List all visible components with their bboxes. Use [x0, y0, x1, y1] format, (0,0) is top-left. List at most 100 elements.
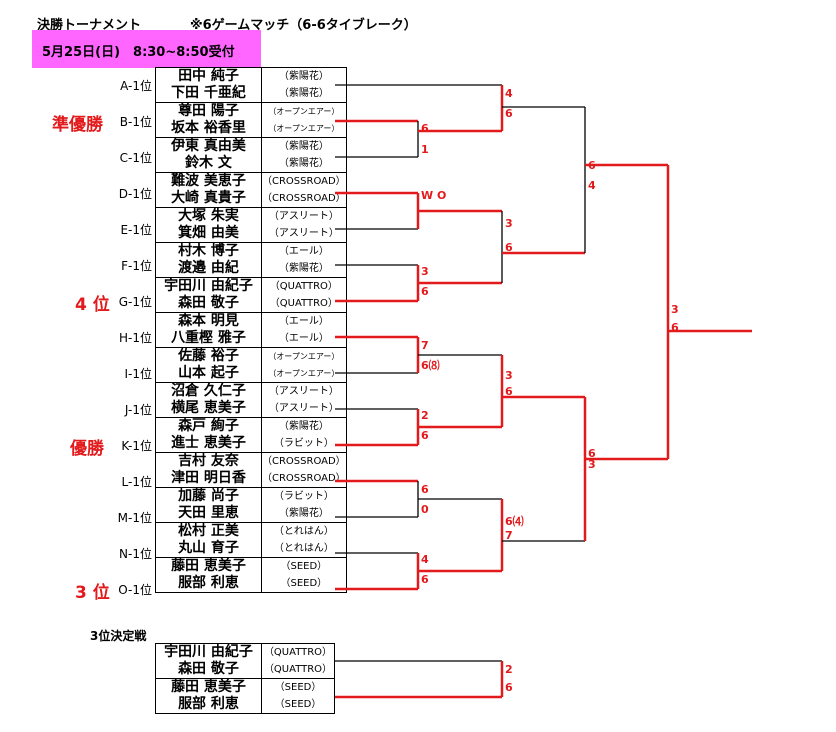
score-label: 3 [671, 303, 679, 316]
date-band [32, 30, 261, 68]
pair-row: 藤田 恵美子（SEED） [155, 557, 347, 575]
pair-row: 加藤 尚子（ラビット） [155, 487, 347, 505]
score-label: 6⑷ [505, 515, 524, 528]
player-name: 佐藤 裕子 [155, 347, 262, 365]
player-club: （エール） [261, 312, 347, 330]
score-label: 6 [505, 107, 513, 120]
slot-label: G-1位 [118, 295, 152, 309]
pair-row: 田中 純子（紫陽花） [155, 67, 347, 85]
pair-row: 森田 敬子（QUATTRO） [155, 295, 347, 313]
player-name: 丸山 育子 [155, 540, 262, 558]
player-club: （QUATTRO） [261, 643, 335, 661]
score-label: 3 [421, 265, 429, 278]
slot-label: B-1位 [119, 115, 152, 129]
placement-badge: 準優勝 [52, 115, 103, 135]
score-label: 6⑻ [421, 359, 440, 372]
score-label: 6 [671, 321, 679, 334]
score-label: 3 [505, 217, 513, 230]
player-name: 森田 敬子 [155, 295, 262, 313]
player-name: 難波 美恵子 [155, 172, 262, 190]
score-label: 4 [421, 553, 429, 566]
pair-row: 村木 博子（エール） [155, 242, 347, 260]
slot-label: A-1位 [120, 79, 152, 93]
third-place-table: 宇田川 由紀子（QUATTRO）森田 敬子（QUATTRO）藤田 恵美子（SEE… [155, 643, 335, 714]
score-label: 6 [505, 385, 513, 398]
slot-label: F-1位 [121, 259, 152, 273]
player-club: （オープンエアー） [261, 102, 347, 120]
pair-row: 宇田川 由紀子（QUATTRO） [155, 643, 335, 661]
match-format-note: ※6ゲームマッチ（6-6タイブレーク） [190, 18, 417, 33]
score-label: 6 [588, 447, 596, 460]
player-club: （オープンエアー） [261, 347, 347, 365]
player-name: 横尾 恵美子 [155, 400, 262, 418]
player-name: 宇田川 由紀子 [155, 277, 262, 295]
player-club: （とれはん） [261, 522, 347, 540]
placement-badge: 優勝 [70, 439, 104, 459]
player-club: （SEED） [261, 678, 335, 696]
slot-label: E-1位 [120, 223, 152, 237]
player-club: （CROSSROAD） [261, 172, 347, 190]
slot-label: D-1位 [118, 187, 152, 201]
player-name: 吉村 友奈 [155, 452, 262, 470]
placement-badge: 3 位 [75, 583, 110, 603]
player-name: 宇田川 由紀子 [155, 643, 262, 661]
placement-badge: 4 位 [75, 295, 110, 315]
player-name: 田中 純子 [155, 67, 262, 85]
player-club: （紫陽花） [261, 137, 347, 155]
pair-row: 八重樫 雅子（エール） [155, 330, 347, 348]
player-club: （ラビット） [261, 487, 347, 505]
score-label: 7 [505, 529, 513, 542]
third-place-title: 3位決定戦 [90, 629, 147, 643]
score-label: 6 [421, 429, 429, 442]
score-label: 0 [421, 503, 429, 516]
player-name: 大塚 朱実 [155, 207, 262, 225]
score-label: 4 [588, 179, 596, 192]
player-name: 森本 明見 [155, 312, 262, 330]
registration-date: 5月25日(日) 8:30~8:50受付 [42, 45, 235, 60]
player-name: 服部 利恵 [155, 696, 262, 714]
pair-row: 大塚 朱実（アスリート） [155, 207, 347, 225]
player-name: 進士 恵美子 [155, 435, 262, 453]
score-label: 3 [505, 369, 513, 382]
player-name: 森戸 絢子 [155, 417, 262, 435]
third-place-score: 6 [505, 681, 513, 694]
pair-row: 丸山 育子（とれはん） [155, 540, 347, 558]
slot-label: I-1位 [124, 367, 152, 381]
player-name: 八重樫 雅子 [155, 330, 262, 348]
score-label: 3 [588, 458, 596, 471]
player-name: 山本 起子 [155, 365, 262, 383]
score-label: 6 [421, 285, 429, 298]
pair-row: 渡邉 由紀（紫陽花） [155, 260, 347, 278]
slot-label: H-1位 [119, 331, 152, 345]
player-name: 加藤 尚子 [155, 487, 262, 505]
pair-row: 難波 美恵子（CROSSROAD） [155, 172, 347, 190]
pair-row: 森戸 絢子（紫陽花） [155, 417, 347, 435]
player-club: （QUATTRO） [261, 277, 347, 295]
pair-row: 沼倉 久仁子（アスリート） [155, 382, 347, 400]
player-club: （エール） [261, 242, 347, 260]
pair-row: 吉村 友奈（CROSSROAD） [155, 452, 347, 470]
player-name: 藤田 恵美子 [155, 678, 262, 696]
pair-row: 伊東 真由美（紫陽花） [155, 137, 347, 155]
player-name: 大崎 真貴子 [155, 190, 262, 208]
tournament-title: 決勝トーナメント [37, 18, 142, 33]
pair-row: 尊田 陽子（オープンエアー） [155, 102, 347, 120]
slot-label: O-1位 [118, 583, 152, 597]
score-label: 6 [421, 122, 429, 135]
score-label: 7 [421, 339, 429, 352]
player-name: 服部 利恵 [155, 575, 262, 593]
pair-row: 箕畑 由美（アスリート） [155, 225, 347, 243]
player-club: （SEED） [261, 575, 347, 593]
player-name: 坂本 裕香里 [155, 120, 262, 138]
player-name: 尊田 陽子 [155, 102, 262, 120]
player-name: 藤田 恵美子 [155, 557, 262, 575]
pair-row: 松村 正美（とれはん） [155, 522, 347, 540]
score-label: 6 [588, 159, 596, 172]
pair-row: 横尾 恵美子（アスリート） [155, 400, 347, 418]
player-name: 沼倉 久仁子 [155, 382, 262, 400]
pair-row: 宇田川 由紀子（QUATTRO） [155, 277, 347, 295]
pair-row: 坂本 裕香里（オープンエアー） [155, 120, 347, 138]
slot-label: J-1位 [124, 403, 152, 417]
slot-label: M-1位 [117, 511, 152, 525]
